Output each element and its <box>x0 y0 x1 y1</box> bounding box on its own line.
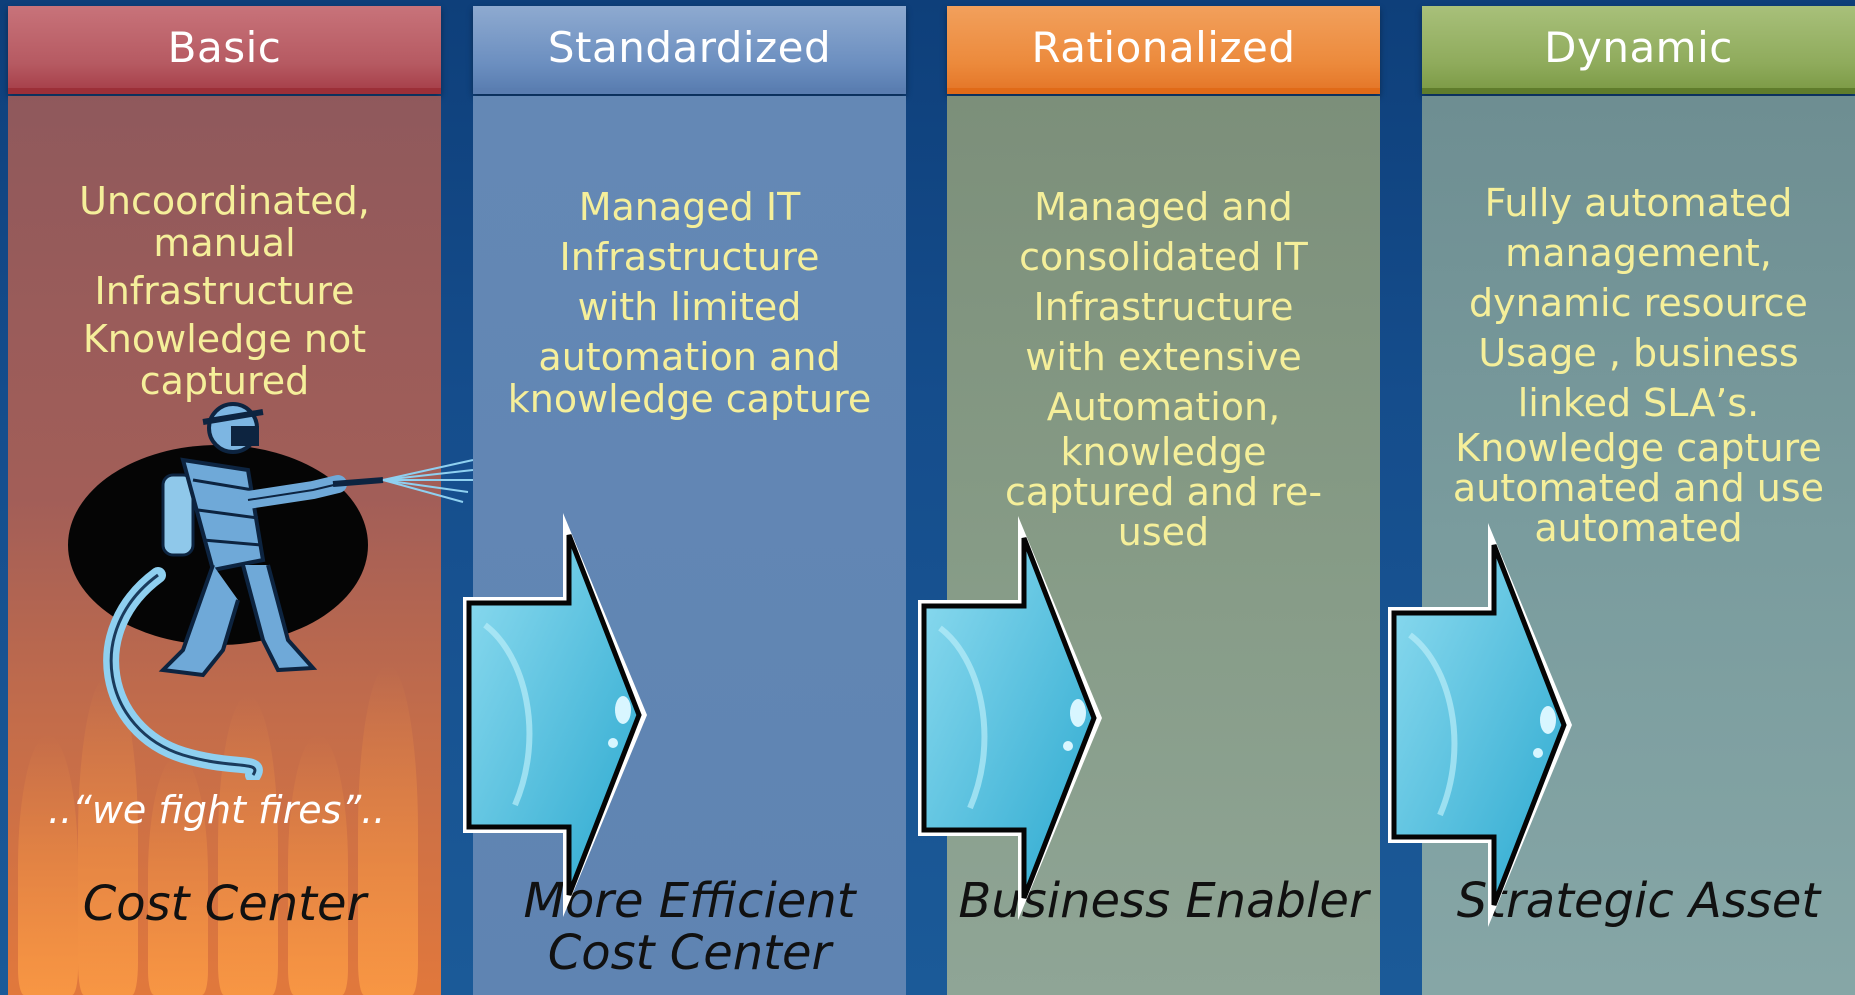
description-line: Managed IT <box>578 185 801 229</box>
description-line: consolidated IT <box>1019 235 1308 279</box>
footer-basic: Cost Center <box>8 878 441 930</box>
footer-line: More Efficient <box>523 873 856 929</box>
description-line: linked SLA’s. <box>1517 381 1760 425</box>
header-basic: Basic <box>8 6 441 94</box>
footer-line: Business <box>958 873 1171 929</box>
description-line: automated and use <box>1452 466 1825 510</box>
arrow-right-icon <box>918 516 1102 920</box>
column-standardized: Standardized Managed IT Infrastructure w… <box>473 0 906 995</box>
description-line: knowledge <box>1060 430 1267 474</box>
footer-line: Cost Center <box>82 876 367 932</box>
arrow-right-icon <box>463 513 647 917</box>
description-basic: Uncoordinated, manual Infrastructure Kno… <box>8 180 441 402</box>
header-rationalized: Rationalized <box>947 6 1380 94</box>
description-line: manual <box>153 221 296 265</box>
arrow-right-icon <box>1388 523 1572 927</box>
description-line: Knowledge capture <box>1455 426 1822 470</box>
description-line: captured and re- <box>1004 470 1323 514</box>
description-line: management, <box>1505 231 1772 275</box>
footer-line: Asset <box>1689 873 1821 929</box>
description-line: automation and <box>538 335 841 379</box>
footer-line: Enabler <box>1185 873 1369 929</box>
description-line: Infrastructure <box>559 235 820 279</box>
description-line: captured <box>139 359 310 403</box>
column-basic: Basic Uncoordinated, manual Infrastructu… <box>8 0 474 995</box>
description-line: automated <box>1534 506 1743 550</box>
firefighter-icon <box>68 402 474 780</box>
description-line: Uncoordinated, <box>79 179 370 223</box>
description-line: Infrastructure <box>94 269 355 313</box>
description-line: with limited <box>577 285 802 329</box>
panel-standardized <box>473 96 906 995</box>
description-line: dynamic resource <box>1469 281 1808 325</box>
footer-line: Cost Center <box>547 925 832 981</box>
footer-standardized: More Efficient Cost Center <box>473 875 906 979</box>
description-line: Knowledge not <box>82 317 367 361</box>
description-line: Fully automated <box>1484 181 1793 225</box>
description-line: knowledge capture <box>507 377 872 421</box>
tagline: ..“we fight fires”.. <box>48 788 386 832</box>
description-line: Managed and <box>1034 185 1293 229</box>
description-line: Usage , business <box>1478 331 1799 375</box>
panel-basic <box>8 96 441 995</box>
description-rationalized: Managed and consolidated IT Infrastructu… <box>947 182 1380 552</box>
description-line: Infrastructure <box>1033 285 1294 329</box>
description-line: used <box>1117 510 1210 554</box>
header-standardized: Standardized <box>473 6 906 94</box>
header-dynamic: Dynamic <box>1422 6 1855 94</box>
description-dynamic: Fully automated management, dynamic reso… <box>1422 178 1855 548</box>
footer-rationalized: Business Enabler <box>947 875 1380 927</box>
description-line: with extensive <box>1025 335 1302 379</box>
description-line: Automation, <box>1046 385 1281 429</box>
description-standardized: Managed IT Infrastructure with limited a… <box>473 182 906 424</box>
